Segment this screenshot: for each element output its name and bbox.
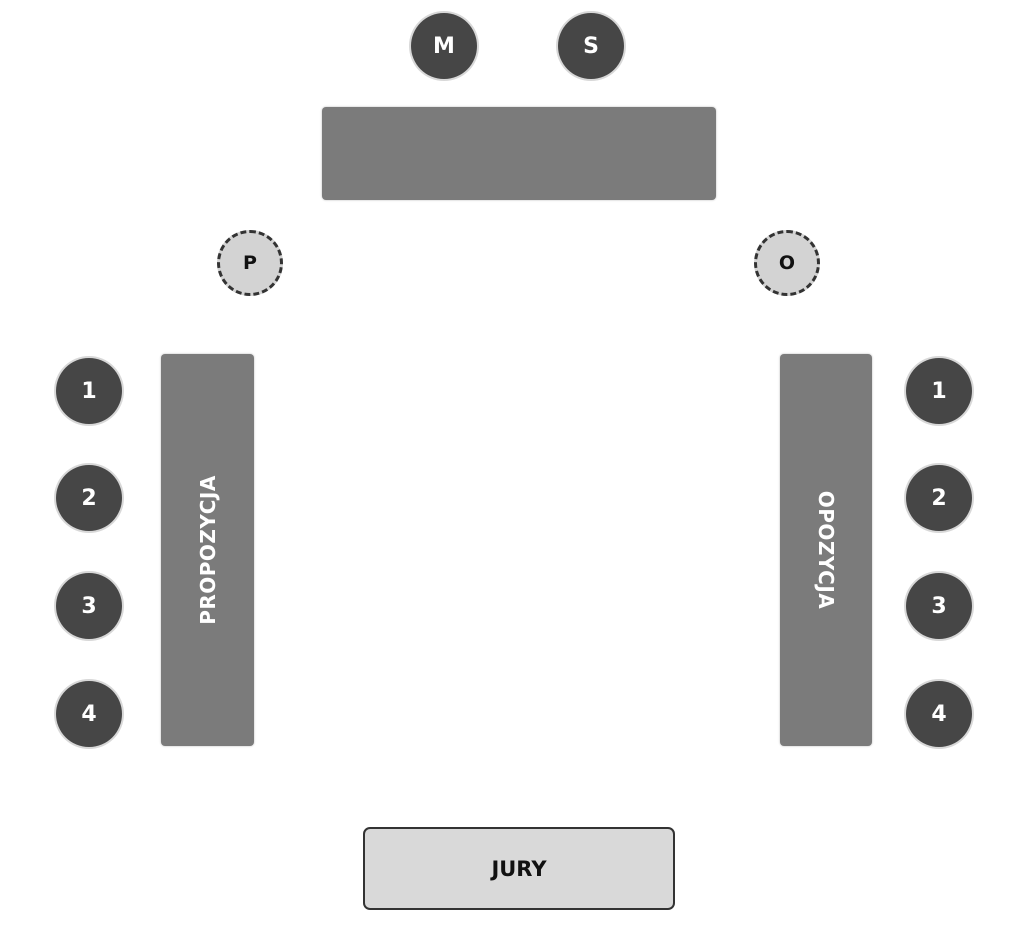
seat-marshal: M <box>411 13 477 79</box>
proposition-seat-1: 1 <box>56 358 122 424</box>
opposition-seat-4: 4 <box>906 681 972 747</box>
jury-label: JURY <box>491 856 547 881</box>
presidium-table <box>322 107 716 200</box>
proposition-seat-4: 4 <box>56 681 122 747</box>
opposition-seat-1: 1 <box>906 358 972 424</box>
opposition-label: OPOZYCJA <box>814 490 838 610</box>
opposition-seat-2: 2 <box>906 465 972 531</box>
proposition-seat-3: 3 <box>56 573 122 639</box>
podium-opposition: O <box>754 230 820 296</box>
podium-proposition: P <box>217 230 283 296</box>
proposition-label: PROPOZYCJA <box>195 475 220 625</box>
opposition-bench: OPOZYCJA <box>780 354 872 746</box>
proposition-seat-2: 2 <box>56 465 122 531</box>
seat-speaker: S <box>558 13 624 79</box>
jury-table: JURY <box>363 827 675 910</box>
proposition-bench: PROPOZYCJA <box>161 354 254 746</box>
opposition-seat-3: 3 <box>906 573 972 639</box>
